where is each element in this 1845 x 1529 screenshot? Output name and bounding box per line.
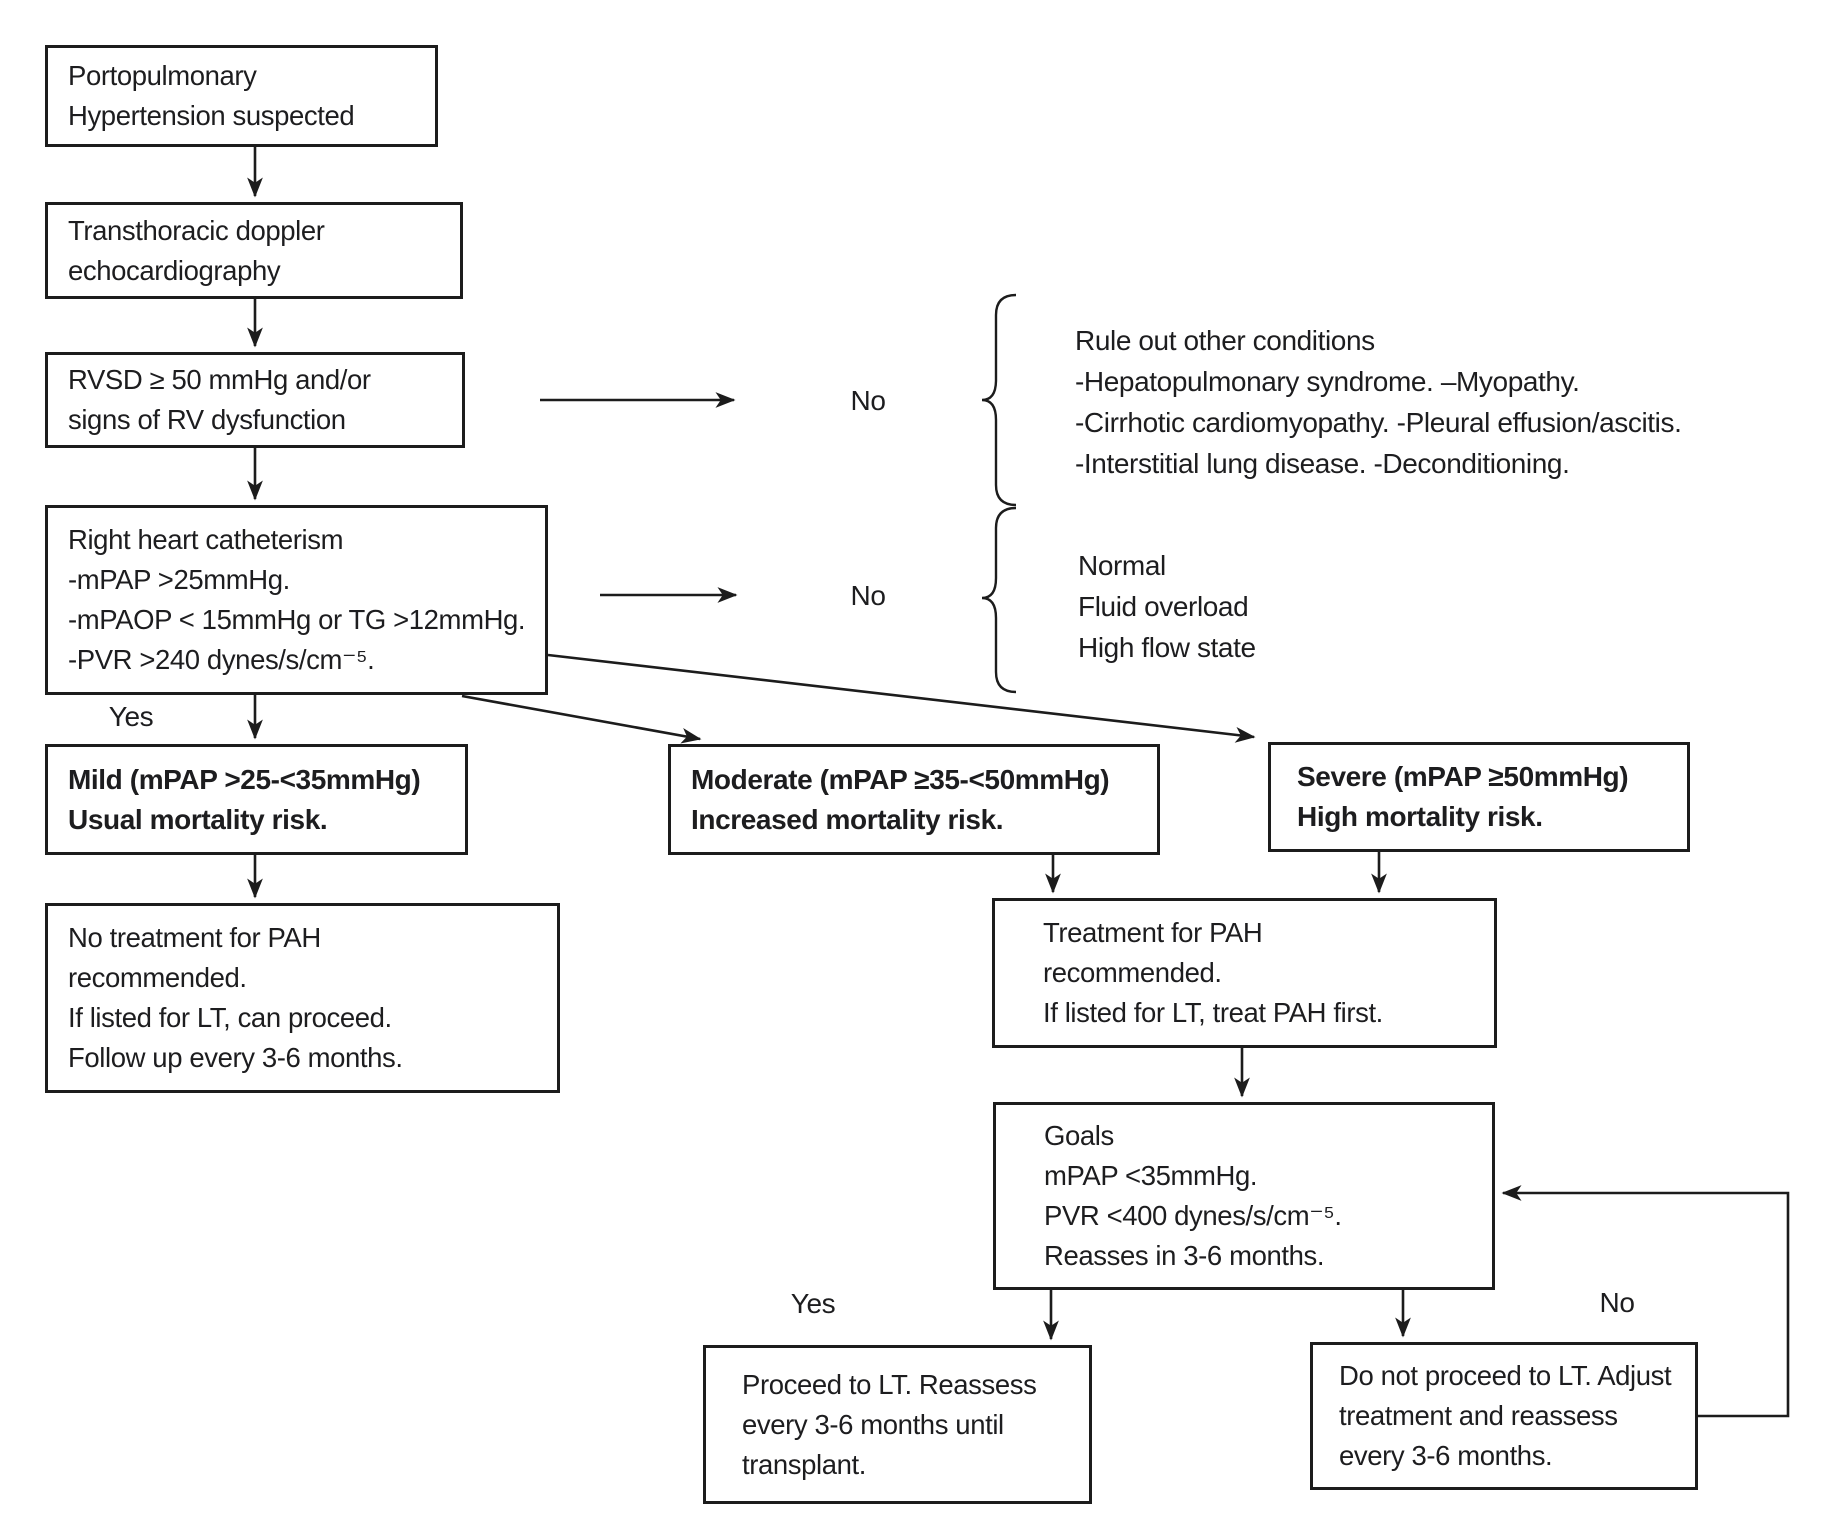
box-text: Moderate (mPAP ≥35-<50mmHg) [691, 763, 1110, 795]
label-no-catheterism: No [850, 580, 886, 611]
box-text: Usual mortality risk. [68, 803, 328, 835]
box-text: echocardiography [68, 254, 281, 286]
annotation-line: Fluid overload [1078, 591, 1249, 622]
box-text: Mild (mPAP >25-<35mmHg) [68, 763, 421, 795]
box-text: If listed for LT, treat PAH first. [1043, 997, 1383, 1028]
arrow-feedback-loop-to-goals [1501, 1185, 1790, 1418]
box-no-treatment: No treatment for PAH recommended. If lis… [45, 903, 560, 1093]
annotation-line: -Hepatopulmonary syndrome. –Myopathy. [1075, 366, 1580, 397]
label-yes-goals: Yes [790, 1288, 836, 1319]
box-text: Do not proceed to LT. Adjust [1339, 1360, 1672, 1391]
box-text: Treatment for PAH [1043, 917, 1263, 948]
box-moderate: Moderate (mPAP ≥35-<50mmHg) Increased mo… [668, 744, 1160, 855]
label-no-echo: No [850, 385, 886, 416]
box-text: Hypertension suspected [68, 100, 355, 131]
box-text: No treatment for PAH [68, 922, 321, 953]
box-text: recommended. [68, 962, 247, 993]
box-text: High mortality risk. [1297, 801, 1543, 832]
box-text: every 3-6 months. [1339, 1440, 1553, 1471]
box-do-not-proceed: Do not proceed to LT. Adjust treatment a… [1310, 1342, 1698, 1490]
box-text: transplant. [742, 1448, 867, 1480]
box-treatment: Treatment for PAH recommended. If listed… [992, 898, 1497, 1048]
box-text: Right heart catheterism [68, 524, 344, 555]
brace-icon [981, 506, 1017, 694]
box-mild: Mild (mPAP >25-<35mmHg) Usual mortality … [45, 744, 468, 855]
box-text: recommended. [1043, 957, 1222, 988]
box-text: Follow up every 3-6 months. [68, 1042, 403, 1073]
annotation-line: -Interstitial lung disease. -Decondition… [1075, 448, 1570, 479]
box-text: -mPAOP < 15mmHg or TG >12mmHg. [68, 604, 526, 635]
annotation-non-pah-causes: Normal Fluid overload High flow state [1078, 545, 1256, 668]
arrow-catheterism-to-severe [547, 653, 1256, 743]
box-text: signs of RV dysfunction [68, 404, 346, 435]
label-yes-catheterism: Yes [108, 701, 154, 732]
box-right-heart-catheterism: Right heart catheterism -mPAP >25mmHg. -… [45, 505, 548, 695]
annotation-rule-out: Rule out other conditions -Hepatopulmona… [1075, 320, 1682, 484]
box-severe: Severe (mPAP ≥50mmHg) High mortality ris… [1268, 742, 1690, 852]
box-text: Increased mortality risk. [691, 803, 1004, 835]
arrow-catheterism-to-moderate [461, 694, 702, 744]
box-text: RVSD ≥ 50 mmHg and/or [68, 364, 371, 395]
box-text: -mPAP >25mmHg. [68, 564, 290, 595]
annotation-line: Normal [1078, 550, 1166, 581]
box-text: Transthoracic doppler [68, 214, 325, 246]
annotation-line: High flow state [1078, 632, 1256, 663]
box-text: -PVR >240 dynes/s/cm⁻⁵. [68, 644, 375, 675]
annotation-line: Rule out other conditions [1075, 325, 1375, 356]
box-text: If listed for LT, can proceed. [68, 1002, 392, 1033]
box-suspected: Portopulmonary Hypertension suspected [45, 45, 438, 147]
box-rvsd: RVSD ≥ 50 mmHg and/or signs of RV dysfun… [45, 352, 465, 448]
box-text: every 3-6 months until [742, 1408, 1004, 1440]
brace-icon [981, 293, 1017, 507]
box-text: Reasses in 3-6 months. [1044, 1240, 1325, 1271]
box-text: Portopulmonary [68, 60, 257, 91]
box-goals: Goals mPAP <35mmHg. PVR <400 dynes/s/cm⁻… [993, 1102, 1495, 1290]
box-text: treatment and reassess [1339, 1400, 1618, 1431]
annotation-line: -Cirrhotic cardiomyopathy. -Pleural effu… [1075, 407, 1682, 438]
label-no-goals: No [1599, 1287, 1635, 1318]
box-text: Proceed to LT. Reassess [742, 1368, 1037, 1400]
box-text: PVR <400 dynes/s/cm⁻⁵. [1044, 1200, 1342, 1231]
box-text: mPAP <35mmHg. [1044, 1160, 1258, 1191]
box-text: Goals [1044, 1120, 1114, 1151]
box-text: Severe (mPAP ≥50mmHg) [1297, 761, 1629, 792]
box-proceed-to-lt: Proceed to LT. Reassess every 3-6 months… [703, 1345, 1092, 1504]
box-echocardiography: Transthoracic doppler echocardiography [45, 202, 463, 299]
